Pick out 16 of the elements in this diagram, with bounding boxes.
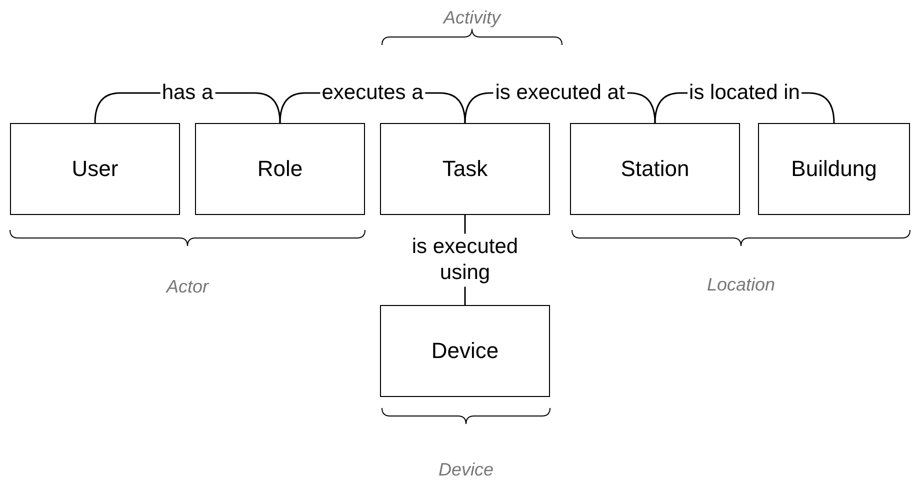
entity-box (758, 123, 910, 215)
entity-label: Task (442, 156, 488, 182)
entity-label: Station (620, 156, 690, 182)
entity-label: Role (257, 156, 303, 182)
entity-box (195, 123, 365, 215)
entity-box (10, 123, 180, 215)
entity-box (380, 305, 550, 397)
group-label: Activity (444, 8, 500, 28)
group-label: Actor (166, 276, 208, 298)
entity-label: User (72, 156, 118, 182)
entity-label: Buildung (791, 156, 877, 182)
group-label: Device (438, 460, 494, 480)
entity-label: Device (431, 338, 499, 364)
entity-box (570, 123, 740, 215)
entity-box (380, 123, 550, 215)
group-label: Location (706, 274, 776, 296)
